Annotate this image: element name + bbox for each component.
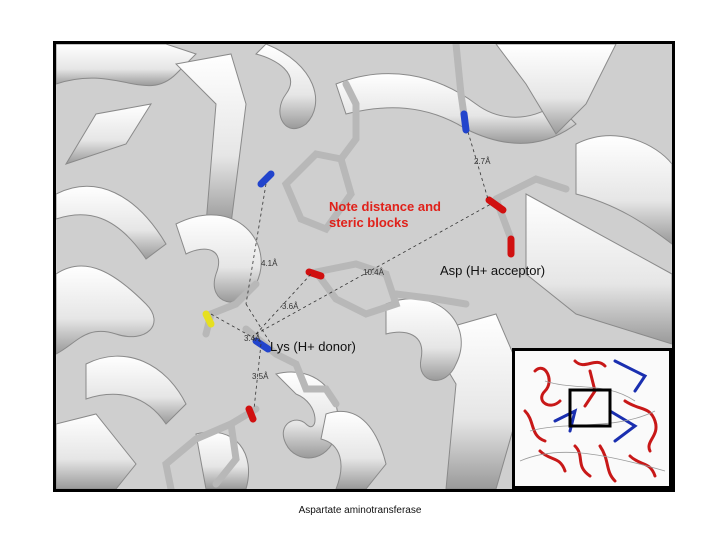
nitrogen-atom	[460, 110, 470, 134]
distance-label: 4.1Å	[261, 259, 278, 268]
oxygen-atom	[485, 196, 507, 214]
distance-lines	[210, 131, 492, 410]
nitrogen-atom	[252, 337, 272, 353]
distance-label: 2.7Å	[474, 157, 491, 166]
figure-caption: Aspartate aminotransferase	[298, 505, 422, 516]
annotation-note: Note distance and steric blocks	[329, 199, 441, 230]
distance-label: 3.6Å	[282, 302, 299, 311]
distance-label: 10.4Å	[363, 268, 384, 277]
sulfur-atom	[202, 310, 215, 328]
inset-overview	[512, 348, 672, 489]
distance-label: 3.4Å	[244, 334, 261, 343]
protein-structure-figure: 2.7Å 4.1Å 10.4Å 3.6Å 3.4Å 3.5Å Asp (H+ a…	[53, 41, 675, 492]
inset-structure	[519, 359, 666, 483]
asp-label: Asp (H+ acceptor)	[440, 263, 546, 278]
structure-render	[56, 44, 672, 489]
oxygen-atom	[305, 268, 325, 280]
oxygen-atom	[245, 405, 257, 423]
lys-label: Lys (H+ donor)	[270, 339, 356, 354]
active-site-box	[568, 388, 612, 428]
ribbon-backbone	[56, 44, 672, 489]
nitrogen-atom	[257, 170, 275, 188]
distance-label: 3.5Å	[252, 372, 269, 381]
atoms	[202, 110, 515, 423]
